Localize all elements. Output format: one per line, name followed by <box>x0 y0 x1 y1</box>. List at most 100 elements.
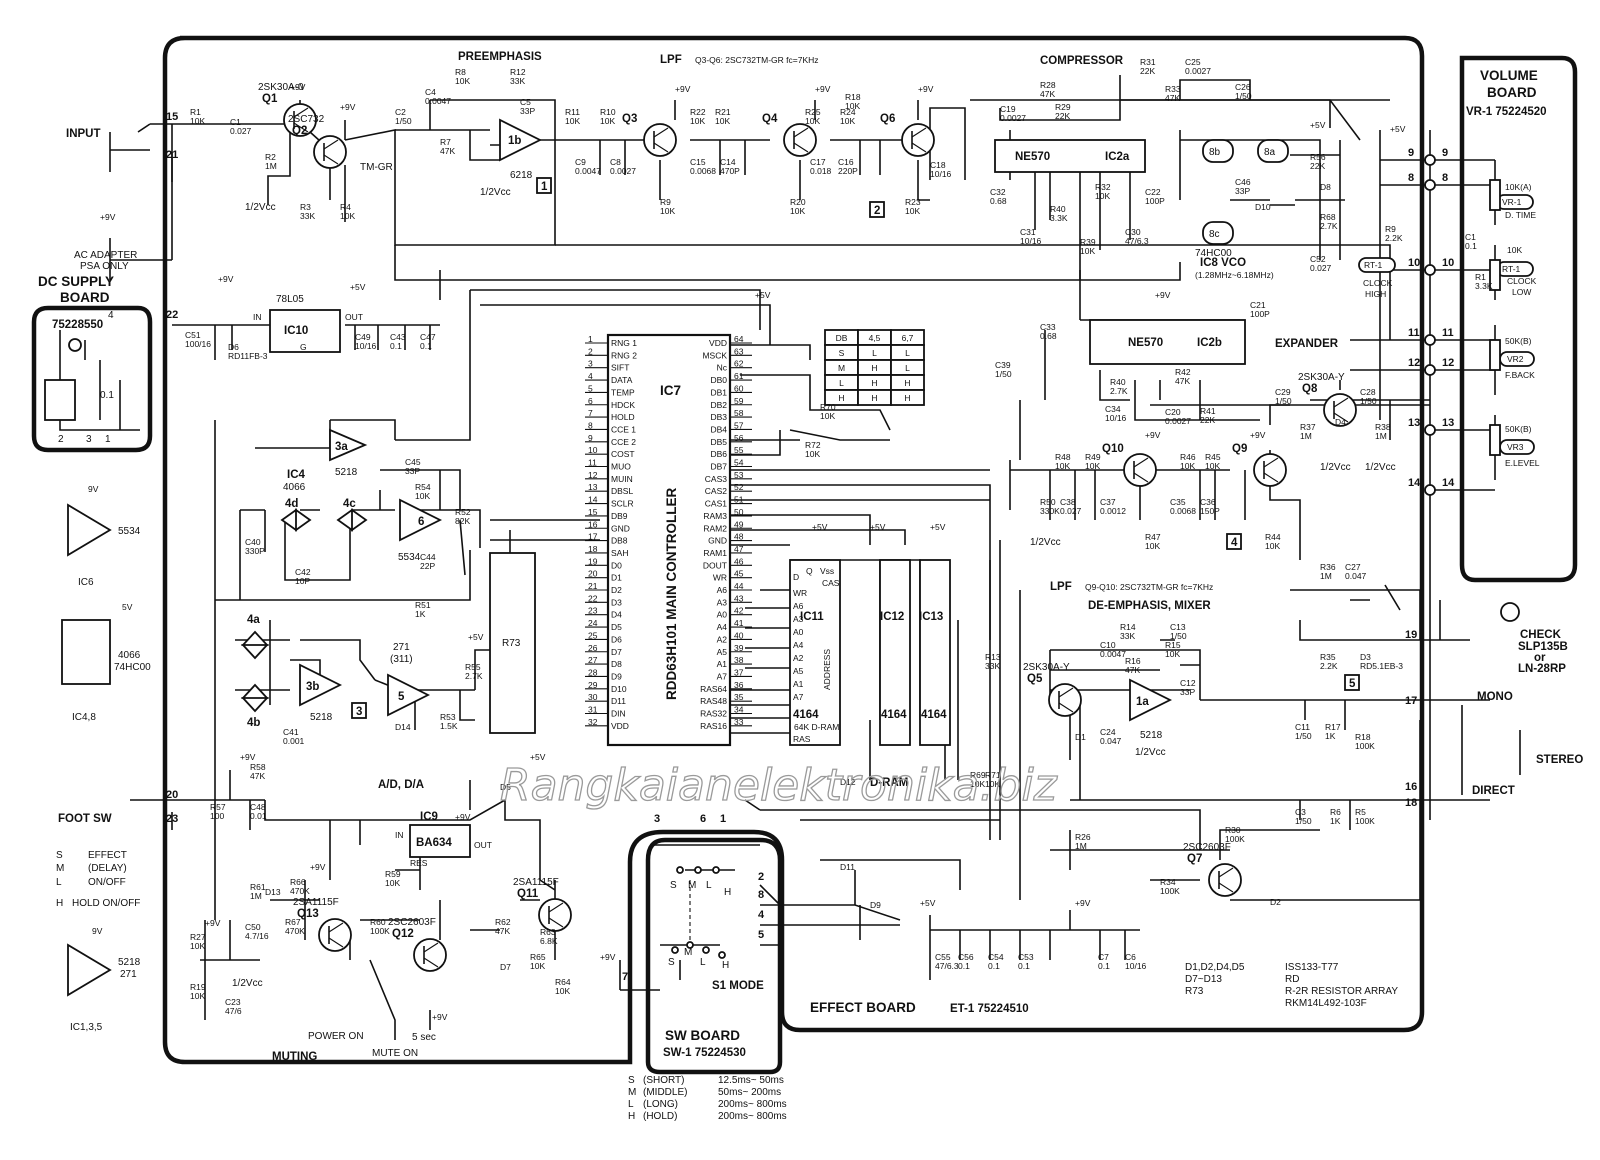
ic7-left-pin: D0 <box>611 560 622 570</box>
part-value: 22K <box>1310 161 1325 171</box>
legend-key: L <box>56 877 62 888</box>
ic4-type: 4066 <box>283 482 306 493</box>
timing-key: L <box>628 1099 634 1110</box>
part-ref: C20 <box>1165 407 1181 417</box>
vb-connector-num-right: 11 <box>1442 327 1454 339</box>
ic11-pin: A0 <box>793 627 804 637</box>
key-5218-symbol <box>67 943 112 997</box>
ic7-left-pin: GND <box>611 523 630 533</box>
transistor-id: Q13 <box>297 908 319 920</box>
db-table-text: H <box>904 378 910 388</box>
ic7-left-pin: CCE 1 <box>611 424 636 434</box>
ic7-right-pin-num: 33 <box>734 717 744 727</box>
ic7-left-pin-num: 9 <box>588 433 593 443</box>
section-vco-range: (1.28MHz~6.18MHz) <box>1195 270 1274 280</box>
ic7-left-pin-num: 6 <box>588 396 593 406</box>
note-value: ISS133-T77 <box>1285 962 1339 973</box>
ic7-right-pin: DB1 <box>710 387 727 397</box>
part-ref: R33 <box>1165 84 1181 94</box>
ic11-pin: A3 <box>793 614 804 624</box>
timing-value: 12.5ms~ 50ms <box>718 1075 784 1086</box>
transistor-q11 <box>538 898 572 932</box>
ic7-left-pin-num: 27 <box>588 655 598 665</box>
ic7-left-pin: CCE 2 <box>611 437 636 447</box>
rt1-tag <box>1358 257 1396 273</box>
ic10-label: IC10 <box>284 325 308 337</box>
part-ref: C1 <box>230 117 241 127</box>
svg-text:4: 4 <box>108 310 114 321</box>
part-value: 0.027 <box>1310 263 1332 273</box>
key-4066-v: 5V <box>122 602 133 612</box>
ic7-left-pin: D2 <box>611 585 622 595</box>
part-ref: C50 <box>245 922 261 932</box>
part-value: 1M <box>1075 841 1087 851</box>
part-ref: R47 <box>1145 532 1161 542</box>
transistor-id: Q5 <box>1027 673 1043 685</box>
part-value: 47K <box>1165 93 1180 103</box>
ic7-right-pin: RAS64 <box>700 684 727 694</box>
part-value: 10K <box>1095 191 1110 201</box>
ic7-left-pin: D11 <box>611 696 626 706</box>
svg-text:1: 1 <box>720 813 726 825</box>
ic7-right-pin-num: 53 <box>734 470 744 480</box>
svg-text:17: 17 <box>1405 695 1417 707</box>
part-value: 10K <box>190 991 205 1001</box>
ic7-left-pin: D8 <box>611 659 622 669</box>
db-table-text: L <box>905 363 910 373</box>
note-value: RKM14L492-103F <box>1285 998 1367 1009</box>
part-value: 10/16 <box>1125 961 1147 971</box>
part-ref: C11 <box>1295 722 1310 732</box>
svg-text:3b: 3b <box>306 681 319 693</box>
ic7-left-pin: RNG 1 <box>611 338 637 348</box>
ic7-left-pin: DIN <box>611 709 626 719</box>
ic7-left-pin-num: 13 <box>588 482 598 492</box>
part-ref: C6 <box>1125 952 1136 962</box>
v9-8: +9V <box>1155 290 1171 300</box>
part-ref: R18 <box>1355 732 1371 742</box>
part-ref: R46 <box>1180 452 1196 462</box>
part-ref: D8 <box>1320 182 1331 192</box>
legend-key: S <box>56 850 63 861</box>
part-value: 0.0068 <box>1170 506 1196 516</box>
part-value: 33P <box>1180 687 1195 697</box>
v9-12: +9V <box>455 812 471 822</box>
part-ref: R68 <box>1320 212 1336 222</box>
part-value: 47K <box>1040 89 1055 99</box>
key-5534-symbol <box>67 503 112 557</box>
part-ref: C36 <box>1200 497 1216 507</box>
ic7-left-pin-num: 21 <box>588 581 598 591</box>
part-ref: C54 <box>988 952 1004 962</box>
db-table-text: M <box>838 363 845 373</box>
part-ref: R12 <box>510 67 526 77</box>
transistor-type: 2SC2603F <box>388 917 436 928</box>
vb-connector-num: 8 <box>1408 172 1414 184</box>
svg-text:8c: 8c <box>1209 229 1220 240</box>
ic7-left-pin: HDCK <box>611 400 635 410</box>
svg-text:22: 22 <box>166 309 178 321</box>
part-value: 10K <box>715 116 730 126</box>
part-ref: C4 <box>425 87 436 97</box>
vb-connector <box>1424 364 1436 376</box>
ic7-right-pin-num: 48 <box>734 532 744 542</box>
vb-connector-num: 14 <box>1408 477 1421 489</box>
legend-value: ON/OFF <box>88 877 126 888</box>
vcc-half-6: 1/2Vcc <box>1135 747 1166 758</box>
part-value: 0.68 <box>990 196 1007 206</box>
svg-text:4b: 4b <box>247 717 260 729</box>
transistor-id: Q9 <box>1232 443 1247 455</box>
ic7-right-pin: DB2 <box>710 400 727 410</box>
ic7-right-pin: A1 <box>717 659 728 669</box>
part-ref: D5 <box>500 782 511 792</box>
part-value: 10K <box>1145 541 1160 551</box>
part-value: 22P <box>420 561 435 571</box>
part-ref: D4 <box>1335 417 1346 427</box>
part-ref: C39 <box>995 360 1011 370</box>
part-ref: C38 <box>1060 497 1076 507</box>
e-level-label: E.LEVEL <box>1505 458 1540 468</box>
ic7-left-pin: SIFT <box>611 363 629 373</box>
timing-value: 200ms~ 800ms <box>718 1099 787 1110</box>
svg-text:5: 5 <box>758 929 764 941</box>
